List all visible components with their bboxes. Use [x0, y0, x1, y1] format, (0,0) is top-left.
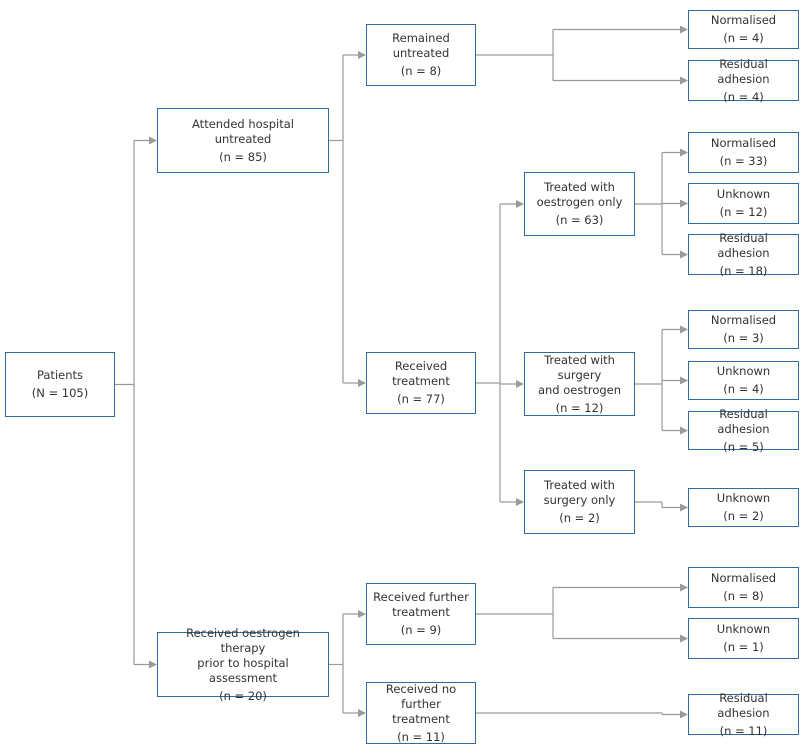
node-resid-f: Residual adhesion (n = 11): [688, 690, 799, 738]
node-count: (n = 4): [723, 382, 764, 396]
node-resid-b: Residual adhesion (n = 18): [688, 230, 799, 278]
node-remained: Remained untreated (n = 8): [366, 24, 476, 86]
node-label: Normalised: [710, 136, 777, 150]
node-label: Normalised: [710, 313, 777, 327]
node-label: Unknown: [716, 364, 771, 378]
node-count: (n = 33): [719, 154, 768, 168]
node-count: (n = 2): [723, 509, 764, 523]
node-label: Remained untreated: [392, 31, 450, 60]
node-label: Treated with surgery only: [543, 478, 616, 507]
node-count: (n = 77): [397, 392, 445, 406]
node-prior: Received oestrogen therapy prior to hosp…: [157, 626, 329, 703]
node-label: Normalised: [710, 571, 777, 585]
node-label: Treated with surgery and oestrogen: [537, 352, 622, 397]
node-count: (n = 9): [400, 623, 442, 637]
node-patients: Patients (N = 105): [5, 352, 115, 417]
node-label: Received further treatment: [373, 590, 469, 619]
node-label: Received oestrogen therapy prior to hosp…: [186, 625, 300, 685]
node-norm-e: Normalised (n = 8): [688, 567, 799, 608]
node-label: Treated with oestrogen only: [536, 180, 623, 209]
node-label: Attended hospital untreated: [192, 116, 294, 146]
node-received-treatment: Received treatment (n = 77): [366, 352, 476, 414]
node-surg-only: Treated with surgery only (n = 2): [524, 470, 635, 534]
node-label: Residual adhesion: [717, 690, 770, 720]
node-no-further: Received no further treatment (n = 11): [366, 682, 476, 744]
node-further: Received further treatment (n = 9): [366, 583, 476, 645]
node-count: (n = 4): [723, 31, 764, 45]
node-label: Unknown: [716, 187, 771, 201]
node-count: (n = 11): [397, 729, 445, 744]
node-attended: Attended hospital untreated (n = 85): [157, 108, 329, 173]
node-count: (n = 18): [719, 263, 768, 278]
node-label: Normalised: [710, 13, 777, 27]
node-label: Residual adhesion: [717, 230, 770, 260]
node-resid-a: Residual adhesion (n = 4): [688, 56, 799, 104]
node-resid-c: Residual adhesion (n = 5): [688, 407, 799, 454]
node-count: (N = 105): [31, 386, 89, 400]
node-count: (n = 4): [723, 89, 764, 104]
node-unk-c: Unknown (n = 4): [688, 361, 799, 400]
node-count: (n = 1): [723, 640, 764, 654]
node-label: Residual adhesion: [717, 406, 770, 436]
node-norm-a: Normalised (n = 4): [688, 10, 799, 49]
node-count: (n = 12): [555, 400, 604, 415]
node-label: Received no further treatment: [385, 681, 457, 726]
node-norm-c: Normalised (n = 3): [688, 310, 799, 349]
node-norm-b: Normalised (n = 33): [688, 132, 799, 173]
node-count: (n = 3): [723, 331, 764, 345]
node-unk-e: Unknown (n = 1): [688, 618, 799, 659]
node-count: (n = 8): [723, 589, 764, 603]
node-count: (n = 85): [219, 149, 267, 164]
node-count: (n = 5): [723, 439, 764, 454]
node-unk-b: Unknown (n = 12): [688, 183, 799, 224]
node-count: (n = 20): [219, 688, 267, 703]
node-oest-only: Treated with oestrogen only (n = 63): [524, 172, 635, 236]
node-label: Unknown: [716, 622, 771, 636]
node-label: Patients: [36, 368, 84, 382]
node-count: (n = 12): [719, 205, 768, 219]
node-count: (n = 63): [555, 213, 604, 227]
node-count: (n = 2): [559, 511, 600, 525]
node-unk-d: Unknown (n = 2): [688, 488, 799, 527]
node-surg-oest: Treated with surgery and oestrogen (n = 1…: [524, 352, 635, 416]
node-label: Residual adhesion: [717, 56, 770, 86]
node-count: (n = 11): [719, 723, 768, 738]
node-label: Unknown: [716, 491, 771, 505]
node-label: Received treatment: [392, 359, 450, 388]
node-count: (n = 8): [400, 64, 442, 78]
